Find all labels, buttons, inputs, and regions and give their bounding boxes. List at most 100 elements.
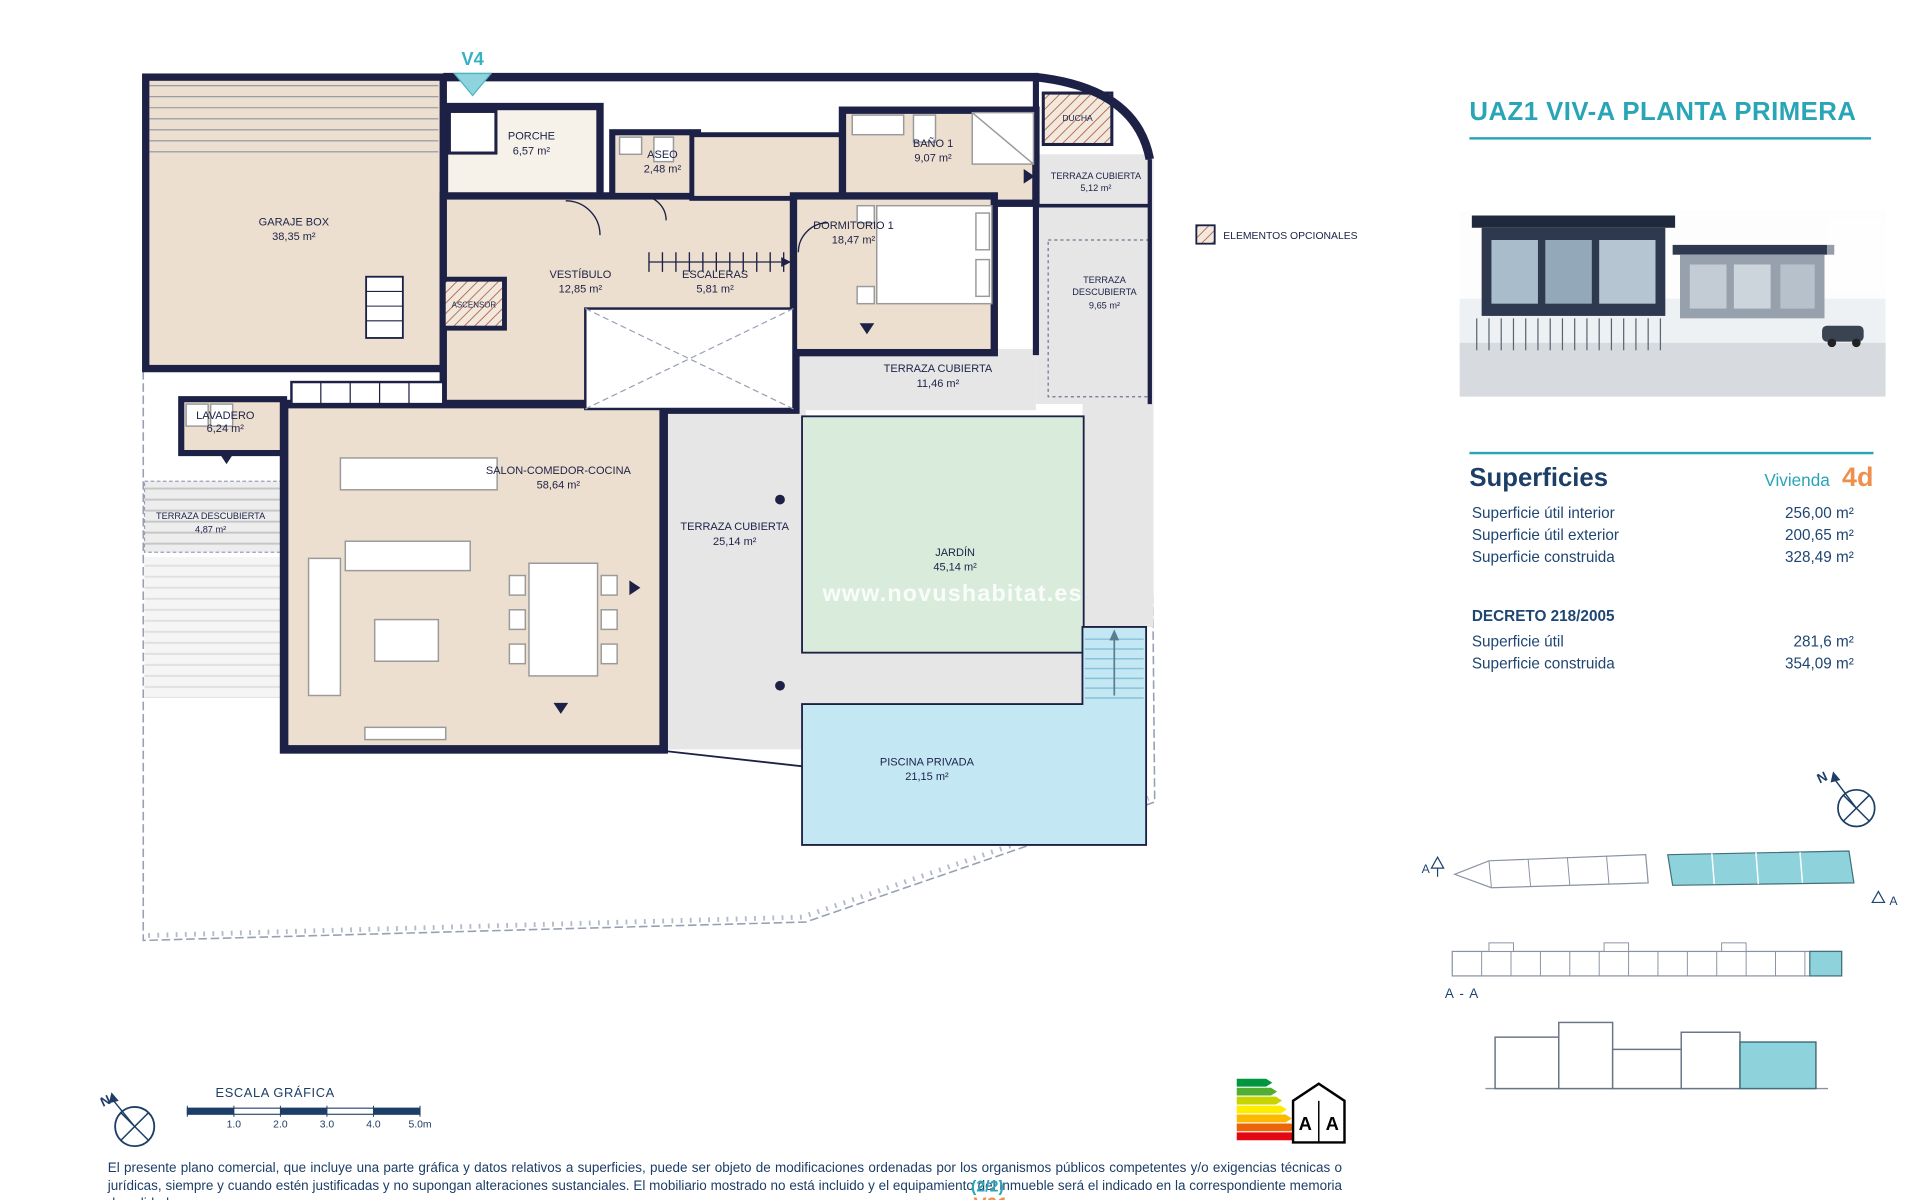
energy-rating-logo: A A bbox=[1236, 1078, 1346, 1144]
property-boundary bbox=[142, 371, 1156, 942]
building-render-image bbox=[1459, 181, 1886, 397]
room-label-terraza-cubierta-3: TERRAZA CUBIERTA bbox=[680, 521, 789, 533]
room-label-porche: PORCHE bbox=[508, 131, 555, 143]
panel-compass-n-label: N bbox=[1815, 769, 1830, 787]
room-area-terraza-cubierta-1: 5,12 m² bbox=[1080, 183, 1111, 193]
pool-steps-arrow-icon bbox=[1109, 629, 1120, 641]
v4-triangle-icon bbox=[452, 72, 493, 97]
stairs bbox=[584, 252, 795, 411]
decreto-row: Superficie construida 354,09 m² bbox=[1472, 653, 1854, 675]
superficie-row: Superficie útil interior 256,00 m² bbox=[1472, 502, 1854, 524]
page-number: (2/2) bbox=[971, 1176, 1004, 1196]
title-rule bbox=[1469, 137, 1872, 140]
site-plan-strip bbox=[1451, 942, 1843, 977]
kitchen-counter bbox=[339, 457, 498, 491]
room-label-escaleras: ESCALERAS bbox=[682, 269, 748, 281]
bath-wc bbox=[912, 114, 937, 143]
scale-tick-4: 4.0 bbox=[366, 1120, 381, 1131]
stair-void bbox=[584, 307, 795, 411]
room-area-terraza-descubierta-2: 4,87 m² bbox=[195, 525, 226, 535]
optional-legend-swatch bbox=[1195, 224, 1216, 245]
direction-markers bbox=[219, 168, 1035, 714]
coffee-table bbox=[373, 618, 440, 662]
room-label-garaje: GARAJE BOX bbox=[259, 216, 330, 228]
room-label-terraza-cubierta-1: TERRAZA CUBIERTA bbox=[1051, 171, 1142, 181]
optional-legend: ELEMENTOS OPCIONALES bbox=[1195, 224, 1358, 245]
room-label-salon: SALON-COMEDOR-COCINA bbox=[486, 465, 632, 477]
room-label-ducha: DUCHA bbox=[1062, 113, 1093, 123]
optional-legend-label: ELEMENTOS OPCIONALES bbox=[1223, 231, 1357, 242]
superficies-header: Superficies Vivienda 4d bbox=[1469, 462, 1873, 494]
scale-tick-1: 1.0 bbox=[227, 1120, 242, 1131]
scale-tick-3: 3.0 bbox=[320, 1120, 335, 1131]
decreto-row-value: 281,6 m² bbox=[1793, 633, 1854, 651]
room-label-aseo: ASEO bbox=[647, 149, 678, 161]
room-label-bano1: BAÑO 1 bbox=[913, 137, 953, 150]
superficie-row-value: 200,65 m² bbox=[1784, 526, 1854, 544]
garage-details bbox=[149, 85, 439, 339]
room-label-piscina: PISCINA PRIVADA bbox=[880, 756, 975, 768]
stair-direction-arrow-icon bbox=[781, 257, 792, 267]
bed bbox=[876, 204, 993, 305]
sofa-vertical bbox=[307, 557, 342, 697]
superficie-row-label: Superficie útil exterior bbox=[1471, 526, 1620, 544]
room-area-terraza-descubierta-1: 9,65 m² bbox=[1089, 301, 1120, 311]
ascensor-box bbox=[440, 276, 507, 331]
room-area-bano1: 9,07 m² bbox=[914, 153, 952, 165]
scale-bar: 1.0 2.0 3.0 4.0 5.0m bbox=[186, 1105, 432, 1131]
room-area-salon: 58,64 m² bbox=[537, 480, 581, 492]
scale-tick-5: 5.0m bbox=[408, 1120, 431, 1131]
strip-highlighted-unit bbox=[1809, 950, 1843, 977]
disclaimer-text: El presente plano comercial, que incluye… bbox=[107, 1160, 1343, 1200]
floor-plan: V4 ELEMENTOS OPCIONALES www.novushabitat… bbox=[142, 48, 1358, 942]
decreto-row-label: Superficie construida bbox=[1471, 655, 1615, 673]
superficies-rows: Superficie útil interior 256,00 m² Super… bbox=[1472, 502, 1854, 568]
room-label-dormitorio1: DORMITORIO 1 bbox=[813, 220, 894, 232]
v4-marker: V4 bbox=[452, 48, 493, 97]
room-area-aseo: 2,48 m² bbox=[644, 164, 682, 176]
room-area-terraza-cubierta-2: 11,46 m² bbox=[917, 378, 960, 390]
vivienda-label: Vivienda bbox=[1764, 470, 1830, 490]
vivienda-value: 4d bbox=[1842, 461, 1874, 493]
room-label-vestibulo: VESTÍBULO bbox=[549, 268, 611, 281]
superficie-row: Superficie útil exterior 200,65 m² bbox=[1472, 524, 1854, 546]
watermark: www.novushabitat.es bbox=[822, 580, 1083, 606]
garden-surface bbox=[801, 415, 1085, 654]
section-marker-a-left-label: A bbox=[1422, 862, 1431, 876]
energy-house-icon: A A bbox=[1291, 1082, 1346, 1144]
ducha-optional-box bbox=[1041, 91, 1114, 147]
superficie-row-label: Superficie construida bbox=[1471, 548, 1615, 566]
section-marker-a-right: A bbox=[1871, 890, 1898, 908]
room-label-ascensor: ASCENSOR bbox=[452, 300, 497, 309]
room-area-piscina: 21,15 m² bbox=[905, 771, 949, 783]
garage-slats bbox=[149, 85, 439, 153]
window-band bbox=[290, 380, 445, 406]
section-label: A - A bbox=[1444, 986, 1480, 1002]
room-closet bbox=[689, 132, 848, 201]
site-plan-upper: A A bbox=[1422, 850, 1898, 908]
room-label-lavadero: LAVADERO bbox=[196, 410, 255, 422]
section-diagram bbox=[1485, 1021, 1829, 1090]
room-area-vestibulo: 12,85 m² bbox=[559, 284, 603, 296]
pergola-surface bbox=[144, 557, 285, 698]
superficie-row: Superficie construida 328,49 m² bbox=[1472, 546, 1854, 568]
superficie-row-value: 256,00 m² bbox=[1784, 504, 1854, 522]
north-compass: N bbox=[100, 1092, 156, 1148]
vivienda-group: Vivienda 4d bbox=[1764, 462, 1873, 494]
room-label-terraza-descubierta-2: TERRAZA DESCUBIERTA bbox=[156, 511, 266, 521]
panel-compass-arrow-icon bbox=[1830, 771, 1841, 783]
furniture bbox=[185, 111, 1035, 741]
door-arcs bbox=[565, 195, 828, 253]
room-label-jardin: JARDÍN bbox=[935, 546, 975, 559]
render-fence bbox=[1476, 318, 1662, 351]
terraza-descubierta-outline bbox=[1047, 239, 1152, 398]
decreto-row-value: 354,09 m² bbox=[1784, 655, 1854, 673]
garage-lift bbox=[365, 275, 404, 339]
decreto-title: DECRETO 218/2005 bbox=[1471, 607, 1615, 625]
walls bbox=[443, 72, 1155, 405]
panel-compass: N bbox=[1815, 769, 1876, 828]
energy-letter-right: A bbox=[1326, 1113, 1339, 1134]
room-area-escaleras: 5,81 m² bbox=[696, 284, 734, 296]
